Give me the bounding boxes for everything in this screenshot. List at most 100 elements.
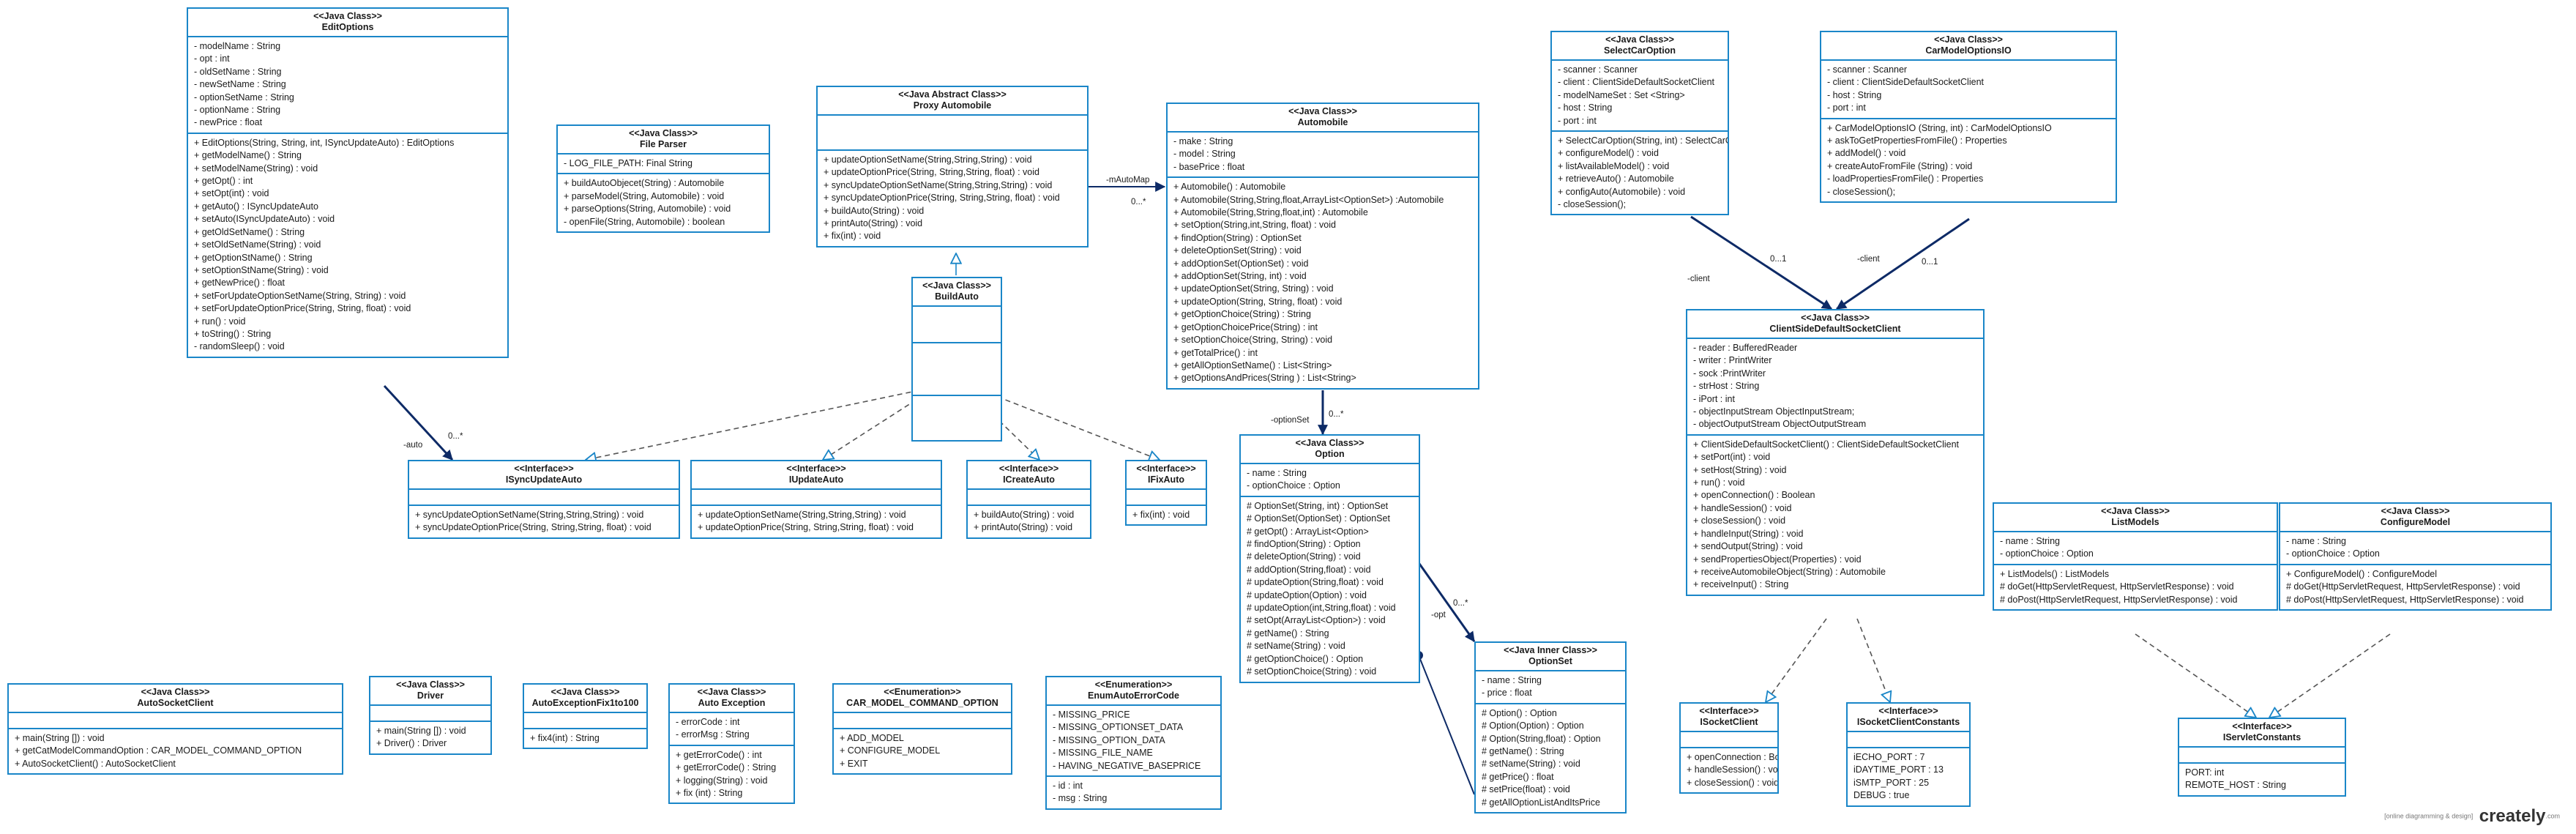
uml-automobile: <<Java Class>>Automobile- make : String-… [1166,103,1479,390]
operation: + Automobile() : Automobile [1173,182,1286,193]
stereotype: <<Enumeration>> [1094,680,1173,690]
class-attributes [834,713,1011,729]
operation: + EXIT [840,758,868,769]
edge-buildauto-isync [586,390,920,460]
attribute: - writer : PrintWriter [1693,355,1772,366]
uml-clientside: <<Java Class>>ClientSideDefaultSocketCli… [1686,309,1985,596]
operation: + getCatModelCommandOption : CAR_MODEL_C… [15,745,302,756]
uml-carmodeloptionsio: <<Java Class>>CarModelOptionsIO- scanner… [1820,31,2117,204]
brand-suffix: .com [2545,812,2560,820]
class-attributes: - name : String- optionChoice : Option [2280,532,2550,565]
operation: + setOptionChoice(String, String) : void [1173,335,1333,346]
operation: + ClientSideDefaultSocketClient() : Clie… [1693,439,1960,450]
attribute: - basePrice : float [1173,161,1245,172]
class-header: <<Java Class>>EditOptions [188,9,507,37]
operation: iSMTP_PORT : 25 [1853,777,1930,788]
class-name: IFixAuto [1148,474,1184,485]
operation: + getTotalPrice() : int [1173,347,1258,358]
class-attributes [9,713,342,729]
operation: - openFile(String, Automobile) : boolean [564,216,725,227]
operation: + handleSession() : void [1693,502,1792,513]
class-name: BuildAuto [935,291,979,302]
operation: + updateOptionPrice(String, String,Strin… [698,522,914,533]
operation: + getOptionChoicePrice(String) : int [1173,321,1318,332]
class-header: <<Interface>>IFixAuto [1127,461,1206,490]
operation: # deleteOption(String) : void [1247,551,1361,562]
class-name: EditOptions [321,22,374,32]
class-name: ISocketClient [1700,717,1758,727]
class-name: AutoExceptionFix1to100 [531,698,639,708]
class-name: OptionSet [1528,656,1572,666]
operation: + setOpt(int) : void [194,188,269,199]
edge-multiplicity: 0...1 [1922,258,1938,267]
operation: + syncUpdateOptionSetName(String,String,… [824,179,1053,190]
operation: # findOption(String) : Option [1247,539,1361,550]
uml-autoexception: <<Java Class>>Auto Exception- errorCode … [668,683,795,805]
attribute: - optionChoice : Option [2000,548,2094,559]
operation: - loadPropertiesFromFile() : Properties [1827,174,1984,185]
operation: # doGet(HttpServletRequest, HttpServletR… [2000,581,2234,592]
class-operations: # OptionSet(String, int) : OptionSet# Op… [1241,497,1419,682]
operation: + findOption(String) : OptionSet [1173,232,1302,243]
uml-configuremodel: <<Java Class>>ConfigureModel- name : Str… [2279,502,2552,611]
edge-client-isocketconstants [1856,618,1890,702]
stereotype: <<Interface>> [514,463,574,474]
attribute: - HAVING_NEGATIVE_BASEPRICE [1053,760,1201,771]
operation: + ConfigureModel() : ConfigureModel [2286,568,2438,579]
operation: # OptionSet(String, int) : OptionSet [1247,500,1389,511]
operation: # doPost(HttpServletRequest, HttpServlet… [2286,594,2524,605]
stereotype: <<Java Class>> [922,280,991,291]
operation: + CarModelOptionsIO (String, int) : CarM… [1827,122,2052,133]
edge-client-isocketclient [1766,618,1827,702]
operation: + buildAutoObjecet(String) : Automobile [564,178,725,189]
operation: + getOptionChoice(String) : String [1173,309,1311,320]
operation: # getAllOptionListAndItsPrice [1482,797,1600,808]
operation: + updateOptionSetName(String,String,Stri… [824,154,1032,165]
operation: # updateOption(int,String,float) : void [1247,603,1396,614]
attribute: - oldSetName : String [194,66,282,77]
class-attributes [692,490,941,506]
class-attributes [1127,490,1206,506]
attribute: - name : String [1482,675,1542,685]
operation: + listAvailableModel() : void [1558,160,1670,171]
operation: + fix4(int) : String [530,733,600,743]
attribute: - model : String [1173,149,1236,160]
operation: + getOptionStName() : String [194,252,313,263]
stereotype: <<Interface>> [786,463,846,474]
operation: + retrieveAuto() : Automobile [1558,174,1674,185]
edge-editoptions-isyncupdateauto [383,384,454,461]
edge-selectcaroption-client [1690,215,1832,310]
operation: + getErrorCode() : String [676,762,777,773]
class-attributes: - modelName : String- opt : int- oldSetN… [188,37,507,134]
class-name: IUpdateAuto [788,474,844,485]
class-attributes: - scanner : Scanner- client : ClientSide… [1821,61,2116,119]
stereotype: <<Interface>> [1699,706,1759,716]
class-operations: + CarModelOptionsIO (String, int) : CarM… [1821,119,2116,201]
class-header: <<Interface>>ISocketClientConstants [1848,704,1969,732]
operation: # getName() : String [1247,628,1329,638]
operation: + updateOption(String, String, float) : … [1173,296,1343,307]
attribute: - scanner : Scanner [1827,64,1908,75]
class-operations: # Option() : Option# Option(Option) : Op… [1476,704,1625,812]
attribute: - MISSING_OPTION_DATA [1053,734,1165,745]
creately-brand: [online diagramming & design] creately.c… [2384,806,2560,827]
class-name: EnumAutoErrorCode [1088,690,1179,701]
attribute: - newPrice : float [194,117,263,128]
edge-configuremodel-iservlet [2269,633,2391,718]
operation: + Automobile(String,String,float,ArrayLi… [1173,194,1444,205]
attribute: - port : int [1827,103,1866,113]
operation: + getModelName() : String [194,150,302,161]
class-name: File Parser [640,139,687,149]
operation: + main(String []) : void [376,726,466,736]
operation: + sendPropertiesObject(Properties) : voi… [1693,554,1862,565]
operation: # setName(String) : void [1482,759,1580,770]
operation: - randomSleep() : void [194,341,285,352]
operation: + setOldSetName(String) : void [194,239,321,250]
operation: + setAuto(ISyncUpdateAuto) : void [194,214,335,225]
attribute: - optionSetName : String [194,92,294,103]
operation: + setPort(int) : void [1693,452,1771,463]
class-attributes [1848,732,1969,748]
class-header: <<Java Inner Class>>OptionSet [1476,643,1625,671]
operation: # getOptionChoice() : Option [1247,653,1364,664]
